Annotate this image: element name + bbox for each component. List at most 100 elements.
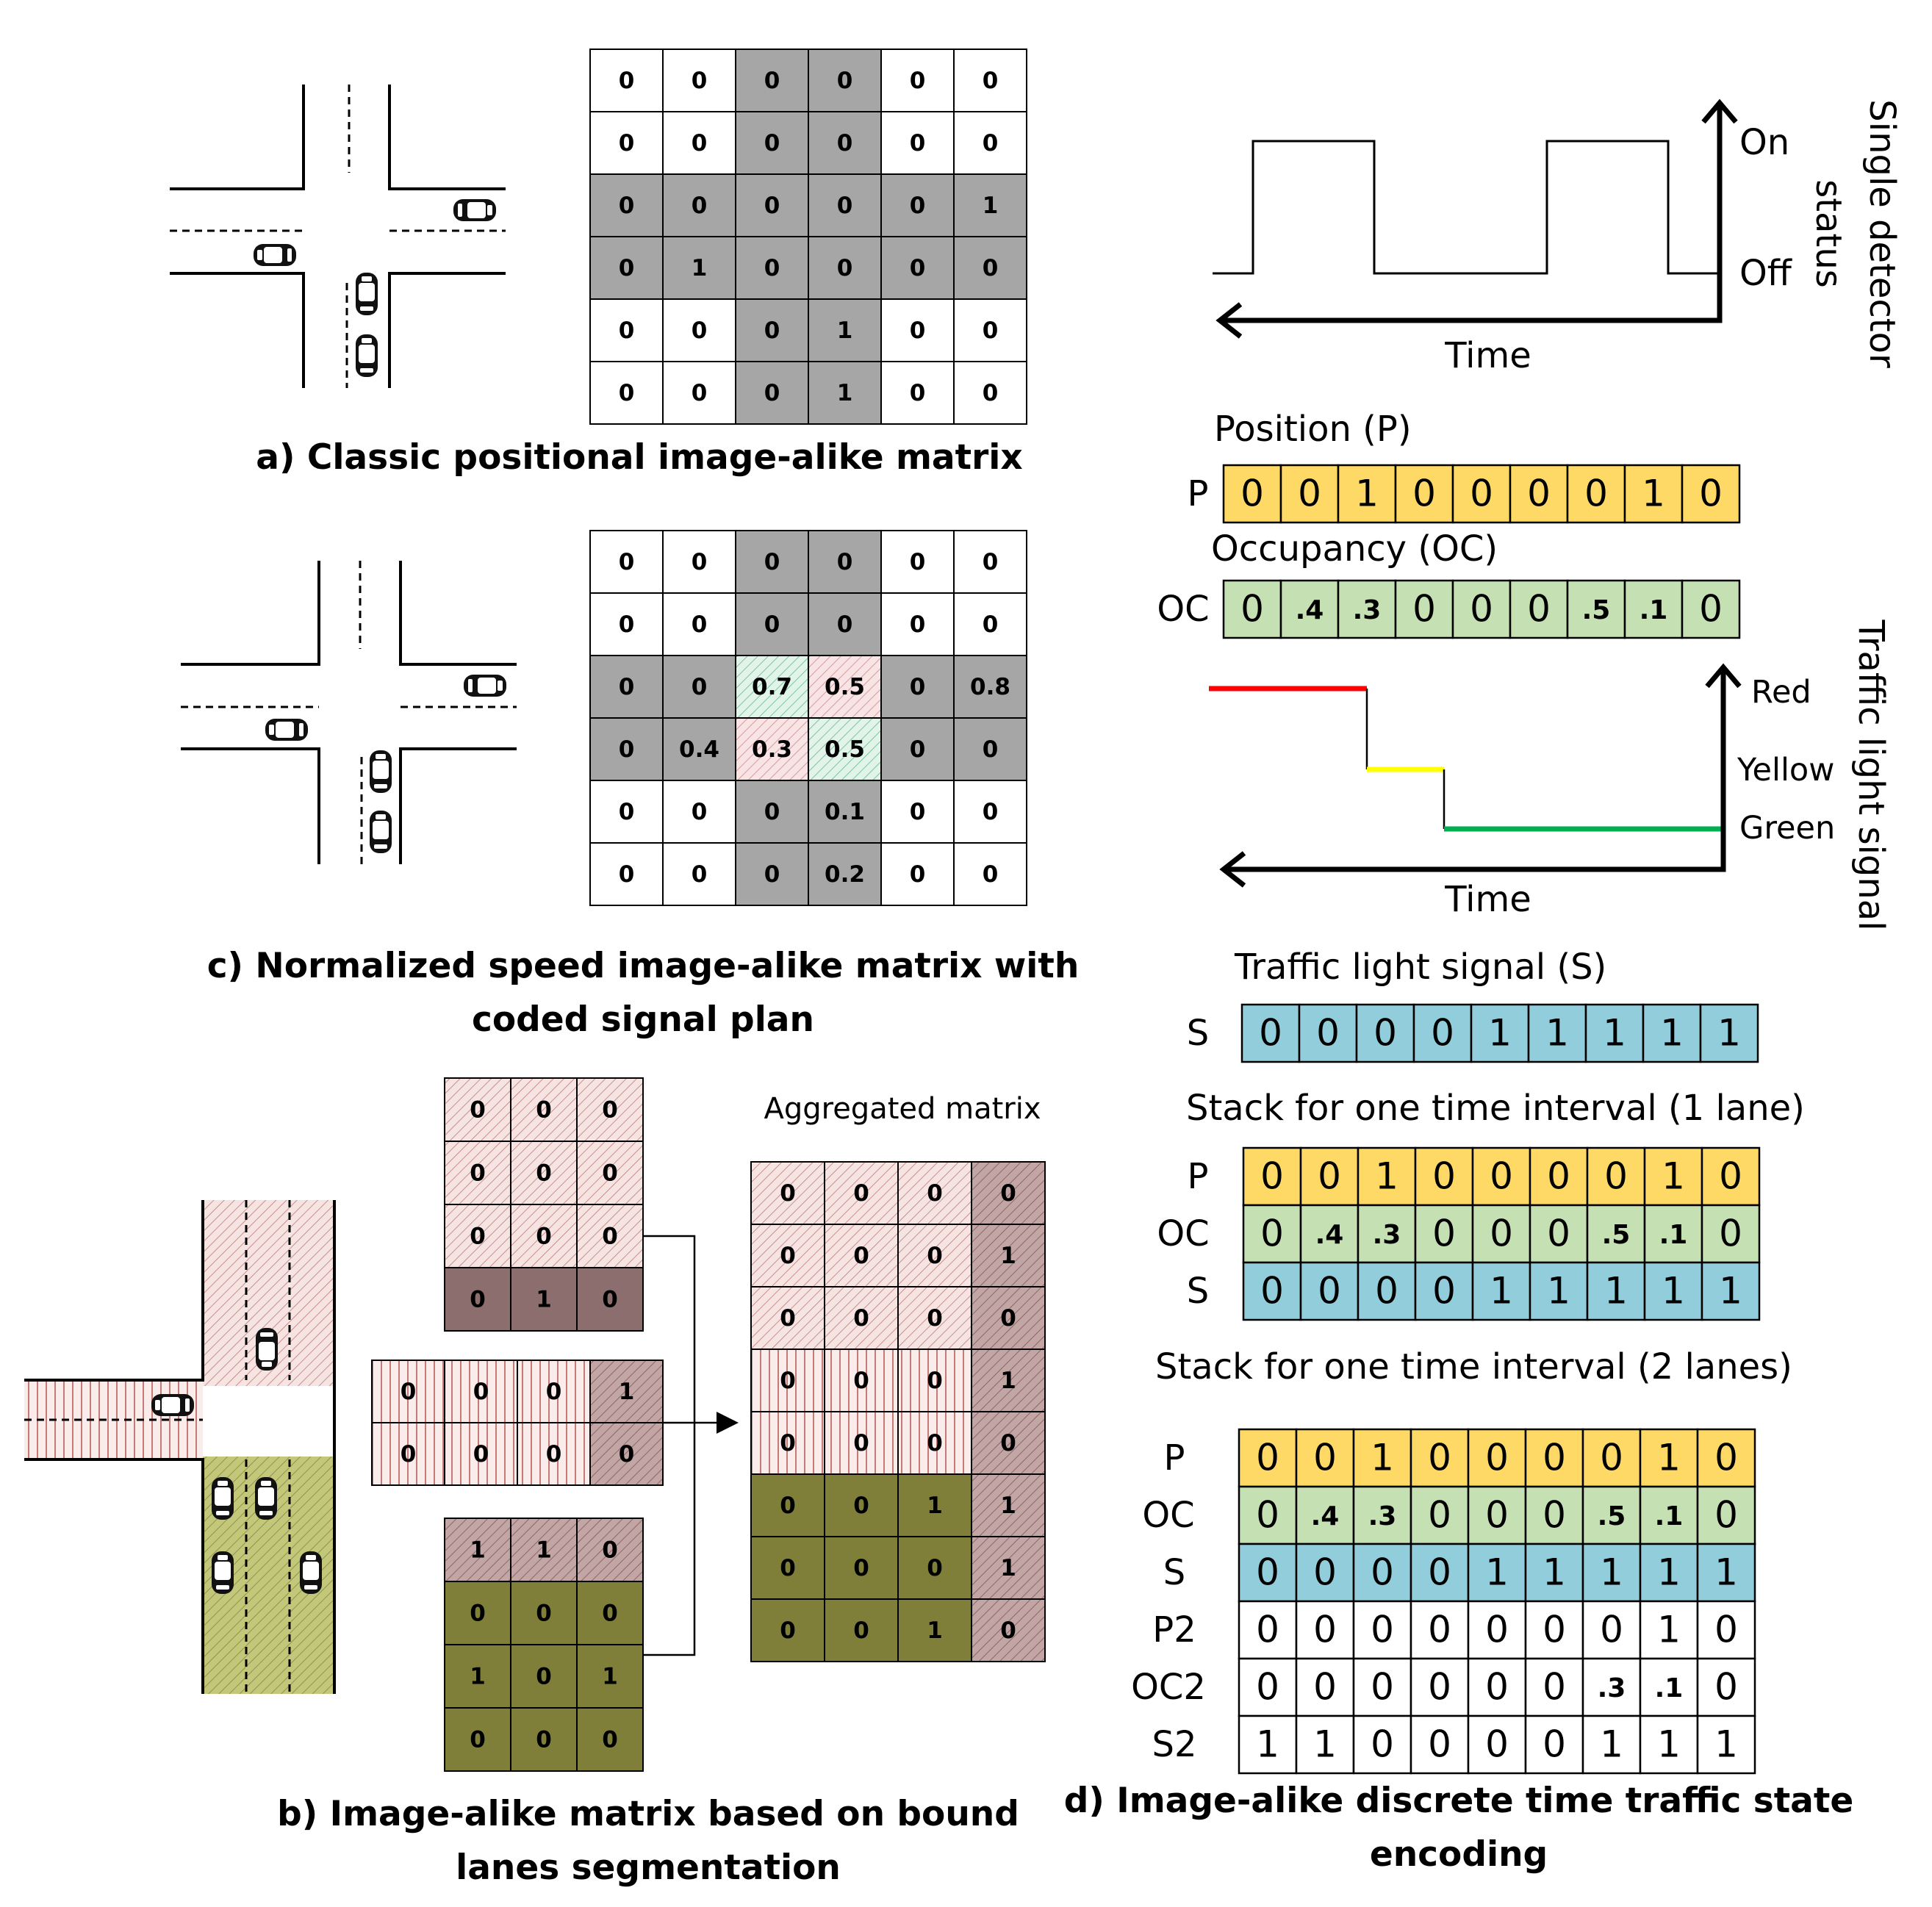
encoding-cell-s [1295, 1543, 1355, 1603]
encoding-cell-p [1238, 1428, 1298, 1488]
encoding-value: 0 [1485, 1494, 1509, 1537]
encoding-cell-oc2 [1238, 1657, 1298, 1717]
matrix-cell [824, 1161, 899, 1225]
matrix-cell [589, 842, 664, 906]
encoding-value: .4 [1311, 1501, 1340, 1531]
matrix-cell [824, 1348, 899, 1412]
encoding-value: .1 [1640, 595, 1668, 625]
matrix-cell-value: 0 [910, 130, 926, 157]
matrix-cell-value: 0 [837, 68, 853, 94]
position-title: Position (P) [1214, 409, 1412, 450]
encoding-cell-s [1639, 1543, 1699, 1603]
matrix-cell [589, 1360, 664, 1423]
encoding-value: 1 [1642, 473, 1665, 515]
matrix-cell-value: 1 [983, 193, 999, 219]
encoding-cell-oc [1529, 1204, 1589, 1264]
encoding-cell-p [1394, 464, 1454, 524]
matrix-cell-value: 1 [1000, 1368, 1016, 1394]
matrix-cell [735, 842, 809, 906]
matrix-cell-value: 1 [470, 1537, 486, 1564]
encoding-value: 1 [1545, 1012, 1569, 1055]
matrix-cell [662, 361, 736, 425]
matrix-cell [510, 1267, 578, 1332]
matrix-cell [510, 1707, 578, 1772]
matrix-cell-value: 0 [853, 1555, 869, 1581]
encoding-row-label: S [1187, 1271, 1209, 1312]
encoding-value: 0 [1527, 588, 1551, 631]
car-icon [370, 811, 392, 853]
encoding-cell-oc [1394, 579, 1454, 639]
encoding-cell-oc [1524, 1485, 1584, 1545]
encoding-cell-s [1699, 1003, 1759, 1063]
road-segmentation-sketch [24, 1200, 336, 1694]
encoding-cell-s [1355, 1003, 1415, 1063]
encoding-value: 0 [1371, 1551, 1394, 1594]
encoding-cell-p [1623, 464, 1684, 524]
encoding-cell-oc [1681, 579, 1741, 639]
matrix-cell-value: 1 [927, 1617, 943, 1644]
matrix-cell-value: 0 [619, 736, 635, 763]
encoding-value: 0 [1313, 1551, 1337, 1594]
matrix-cell-value: 0 [853, 1368, 869, 1394]
encoding-cell-oc2 [1639, 1657, 1699, 1717]
matrix-cell [576, 1267, 644, 1332]
matrix-cell [750, 1286, 825, 1350]
caption-d-line1: d) Image-alike discrete time traffic sta… [1064, 1781, 1854, 1821]
encoding-value: 0 [1371, 1609, 1394, 1651]
matrix-cell-value: 0 [470, 1097, 486, 1124]
matrix-cell-value: 0 [619, 255, 635, 281]
matrix-cell-value: 0 [1000, 1430, 1016, 1457]
encoding-value: 1 [1660, 1012, 1684, 1055]
encoding-cell-s [1410, 1543, 1470, 1603]
encoding-value: 0 [1240, 588, 1264, 631]
caption-b-line1: b) Image-alike matrix based on bound [277, 1794, 1019, 1834]
signal-green-label: Green [1739, 810, 1835, 847]
matrix-cell-value: 0.8 [970, 674, 1010, 700]
matrix-cell-value: 0 [837, 611, 853, 638]
encoding-value: 0 [1547, 1155, 1570, 1198]
encoding-cell-p [1696, 1428, 1756, 1488]
encoding-value: 0 [1719, 1213, 1742, 1255]
matrix-cell [444, 1422, 518, 1486]
encoding-value: .1 [1655, 1501, 1684, 1531]
matrix-cell [510, 1141, 578, 1205]
matrix-cell-value: 0 [764, 68, 780, 94]
matrix-cell-value: 0 [983, 549, 999, 575]
matrix-cell [824, 1598, 899, 1662]
matrix-cell [953, 298, 1027, 362]
encoding-cell-s [1240, 1003, 1301, 1063]
encoding-cell-p [1509, 464, 1569, 524]
encoding-value: 1 [1717, 1012, 1741, 1055]
encoding-cell-s [1527, 1003, 1587, 1063]
encoding-row-label: OC2 [1131, 1667, 1206, 1708]
matrix-cell [953, 111, 1027, 175]
signal-encoding-title: Traffic light signal (S) [1234, 947, 1606, 988]
matrix-cell [517, 1360, 591, 1423]
matrix-cell-value: 0 [764, 380, 780, 406]
matrix-cell-value: 0 [764, 799, 780, 825]
matrix-cell [897, 1224, 972, 1288]
encoding-value: .3 [1353, 595, 1382, 625]
encoding-value: 0 [1584, 473, 1608, 515]
encoding-cell-p [1566, 464, 1626, 524]
matrix-cell-value: 0 [837, 255, 853, 281]
matrix-cell-value: 0 [692, 380, 708, 406]
encoding-value: 0 [1485, 1723, 1509, 1766]
matrix-cell-value: 0 [619, 380, 635, 406]
matrix-cell-value: 0 [692, 549, 708, 575]
encoding-value: 0 [1714, 1666, 1738, 1709]
encoding-value: 0 [1543, 1437, 1566, 1479]
encoding-cell-s [1642, 1003, 1702, 1063]
encoding-value: 1 [1662, 1155, 1685, 1198]
encoding-value: 0 [1714, 1494, 1738, 1537]
matrix-cell-value: 0 [470, 1601, 486, 1627]
matrix-cell-value: 0 [692, 611, 708, 638]
matrix-cell-value: 0 [692, 674, 708, 700]
encoding-value: .4 [1296, 595, 1324, 625]
matrix-cell [953, 173, 1027, 237]
encoding-value: 1 [1603, 1012, 1626, 1055]
matrix-cell [880, 842, 955, 906]
encoding-cell-oc [1337, 579, 1397, 639]
